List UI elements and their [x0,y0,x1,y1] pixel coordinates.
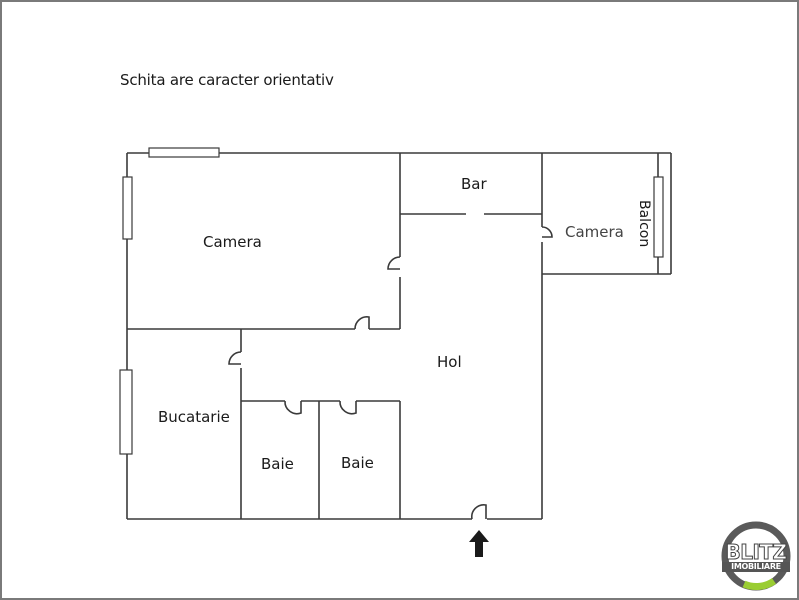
room-label-hol: Hol [437,353,462,371]
arrow-up-icon [469,530,489,557]
room-label-bar: Bar [461,175,487,193]
room-label-camera-small: Camera [565,223,624,241]
window-left-top [122,176,133,240]
logo-text-imobiliare: IMOBILIARE [722,562,790,572]
room-label-camera-large: Camera [203,233,262,251]
window-balcony [653,176,664,258]
blitz-logo: BLITZ IMOBILIARE [720,520,792,592]
window-kitchen [119,369,133,455]
room-label-bucatarie: Bucatarie [158,408,230,426]
window-top [148,147,220,158]
room-label-balcon: Balcon [636,200,652,248]
room-label-baie-2: Baie [341,454,374,472]
room-label-baie-1: Baie [261,455,294,473]
disclaimer-note: Schita are caracter orientativ [120,71,334,89]
logo-text-blitz: BLITZ [725,540,788,565]
